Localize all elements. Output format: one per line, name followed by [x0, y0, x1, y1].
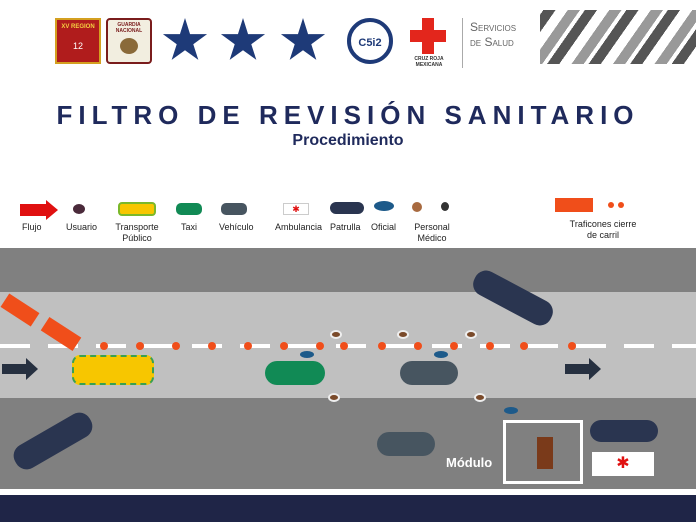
military-region-logo: XV REGION 12 [55, 18, 101, 64]
traffic-cone-icon [608, 202, 614, 208]
traffic-barrier-icon [555, 198, 593, 212]
traffic-cone [100, 342, 108, 350]
police-star-logo-1 [162, 18, 208, 60]
cruz-roja-logo [410, 18, 446, 54]
module-label: Módulo [446, 455, 493, 470]
traffic-cone [172, 342, 180, 350]
patrol-car-icon [330, 202, 364, 214]
traffic-cone-icon [618, 202, 624, 208]
lane-dash [432, 344, 462, 348]
lane-dash [192, 344, 222, 348]
lane-dash [96, 344, 126, 348]
medical-staff [465, 330, 477, 339]
lane-dash [288, 344, 318, 348]
officer [300, 351, 314, 358]
traffic-cone [340, 342, 348, 350]
traffic-cone [244, 342, 252, 350]
page-subtitle: Procedimiento [292, 132, 404, 149]
footer-bar [0, 495, 696, 522]
ambulance: ✱ [592, 452, 654, 476]
page-title: FILTRO DE REVISIÓN SANITARIO [56, 100, 640, 130]
medical-staff [397, 330, 409, 339]
officer [434, 351, 448, 358]
traffic-cone [414, 342, 422, 350]
traffic-cone [208, 342, 216, 350]
patrol-car-module [590, 420, 658, 442]
c5i2-logo: C5i2 [347, 18, 393, 64]
lane-dash [480, 344, 510, 348]
lane-dash [48, 344, 78, 348]
vehicle-bottom [377, 432, 435, 456]
taxi [265, 361, 325, 385]
lane-dash [528, 344, 558, 348]
lane-dash [672, 344, 696, 348]
flow-arrow-icon [20, 204, 48, 216]
taxi-icon [176, 203, 202, 215]
traffic-cone [136, 342, 144, 350]
traffic-cone [568, 342, 576, 350]
medical-staff [474, 393, 486, 402]
road-top-lane [0, 248, 696, 292]
servicios-de-salud-logo: Servicios de Salud [470, 20, 517, 49]
traffic-cone [280, 342, 288, 350]
module-desk [537, 437, 553, 469]
lane-dash [576, 344, 606, 348]
traffic-cone [486, 342, 494, 350]
traffic-cone [316, 342, 324, 350]
guardia-nacional-logo: GUARDIA NACIONAL [106, 18, 152, 64]
lane-dash [0, 344, 30, 348]
guardia-text: GUARDIA NACIONAL [115, 22, 143, 34]
user-icon [73, 204, 85, 214]
lane-dash [384, 344, 414, 348]
police-star-logo-2 [220, 18, 266, 60]
regiment-text: XV REGION [61, 24, 95, 30]
lane-dash [144, 344, 174, 348]
ambulance-icon: ✱ [283, 203, 309, 215]
traffic-cone [450, 342, 458, 350]
medical-staff [330, 330, 342, 339]
divider [462, 18, 463, 68]
flow-arrow-left [2, 364, 28, 374]
public-transport-icon [118, 202, 156, 216]
traffic-cone [520, 342, 528, 350]
vehicle-icon [221, 203, 247, 215]
medical-staff [328, 393, 340, 402]
decorative-stripes [540, 10, 696, 64]
lane-dash [336, 344, 366, 348]
vehicle [400, 361, 458, 385]
module-area [503, 420, 583, 484]
lane-dash [240, 344, 270, 348]
officer [504, 407, 518, 414]
medical-staff-icon-2 [441, 202, 449, 211]
lane-dash [624, 344, 654, 348]
police-star-logo-3 [280, 18, 326, 60]
officer-icon [374, 201, 394, 211]
flow-arrow-right [565, 364, 591, 374]
public-transport-bus [72, 355, 154, 385]
medical-staff-icon [412, 202, 422, 212]
traffic-cone [378, 342, 386, 350]
